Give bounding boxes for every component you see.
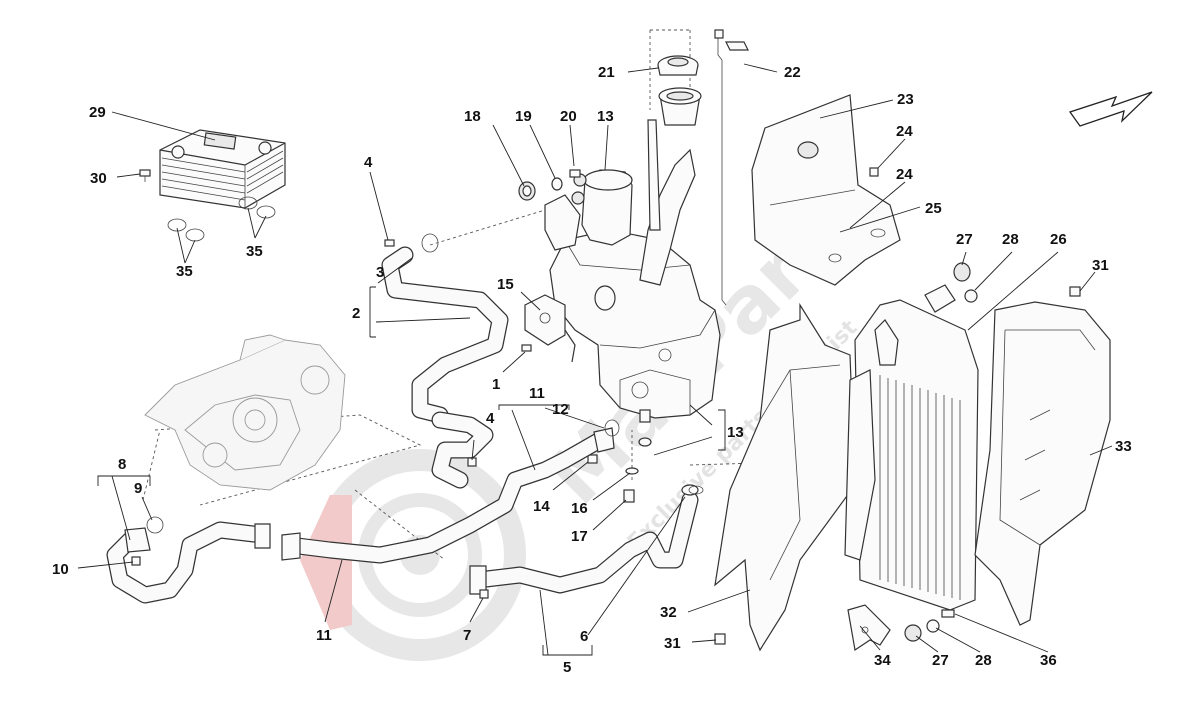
callout-4-mid: 4	[486, 410, 495, 427]
callout-19: 19	[515, 108, 532, 125]
filler-cap	[657, 55, 699, 76]
plug-upper	[638, 409, 652, 447]
callouts: 29 30 35 35 4 3 2 18 19 20 13 21 22 23 2…	[52, 64, 1132, 676]
plug-17	[623, 489, 635, 503]
callout-9: 9	[134, 480, 142, 497]
callout-31-bottom: 31	[664, 635, 681, 652]
callout-33: 33	[1115, 438, 1132, 455]
washer-19	[551, 177, 563, 191]
o-ring-pair-left	[167, 218, 205, 242]
callout-26: 26	[1050, 231, 1067, 248]
mounts-27-28	[714, 262, 1081, 645]
washer-16	[625, 467, 639, 475]
hose-11	[281, 411, 615, 564]
callout-25: 25	[925, 200, 942, 217]
hose-5	[469, 484, 699, 595]
callout-22: 22	[784, 64, 801, 81]
bracket-15	[524, 294, 576, 363]
callout-16: 16	[571, 500, 588, 517]
callout-34: 34	[874, 652, 891, 669]
callout-20: 20	[560, 108, 577, 125]
callout-27-bottom: 27	[932, 652, 949, 669]
callout-27-top: 27	[956, 231, 973, 248]
callout-36: 36	[1040, 652, 1057, 669]
seal-18	[518, 181, 536, 201]
o-rings-hoses	[146, 233, 704, 534]
callout-2: 2	[352, 305, 360, 322]
callout-12: 12	[552, 401, 569, 418]
callout-4-top: 4	[364, 154, 373, 171]
engine-block	[144, 334, 346, 491]
callout-30: 30	[90, 170, 107, 187]
leader-lines	[77, 63, 1113, 656]
filler-neck	[658, 87, 702, 126]
callout-31-top: 31	[1092, 257, 1109, 274]
callout-24-bottom: 24	[896, 166, 913, 183]
callout-35-right: 35	[246, 243, 263, 260]
callout-13-right: 13	[727, 424, 744, 441]
callout-1: 1	[492, 376, 500, 393]
callout-23: 23	[897, 91, 914, 108]
hose-2	[381, 246, 509, 424]
oil-tank	[544, 119, 721, 419]
radiator-fins	[879, 375, 961, 600]
callout-21: 21	[598, 64, 615, 81]
callout-7: 7	[463, 627, 471, 644]
shroud-front	[714, 302, 856, 652]
drain-plug-14	[587, 454, 598, 464]
callout-28-bottom: 28	[975, 652, 992, 669]
callout-13-top: 13	[597, 108, 614, 125]
bolt-20	[569, 169, 581, 178]
callout-10: 10	[52, 561, 69, 578]
callout-6: 6	[580, 628, 588, 645]
oil-cooler	[159, 129, 286, 209]
callout-15: 15	[497, 276, 514, 293]
callout-3: 3	[376, 264, 384, 281]
callout-5: 5	[563, 659, 571, 676]
shroud-rear	[974, 301, 1111, 626]
arrow-outline-icon	[1068, 91, 1153, 127]
dipstick	[714, 29, 749, 306]
heat-shield	[751, 94, 901, 286]
callout-11-bottom: 11	[316, 627, 332, 644]
radiator	[844, 284, 979, 611]
callout-35-left: 35	[176, 263, 193, 280]
callout-18: 18	[464, 108, 481, 125]
callout-29: 29	[89, 104, 106, 121]
callout-8: 8	[118, 456, 126, 473]
callout-17: 17	[571, 528, 588, 545]
screw-30	[139, 169, 151, 182]
callout-24-top: 24	[896, 123, 913, 140]
callout-11-top: 11	[529, 385, 545, 402]
callout-32: 32	[660, 604, 677, 621]
callout-28-top: 28	[1002, 231, 1019, 248]
bracket-34	[847, 604, 891, 652]
callout-14: 14	[533, 498, 550, 515]
